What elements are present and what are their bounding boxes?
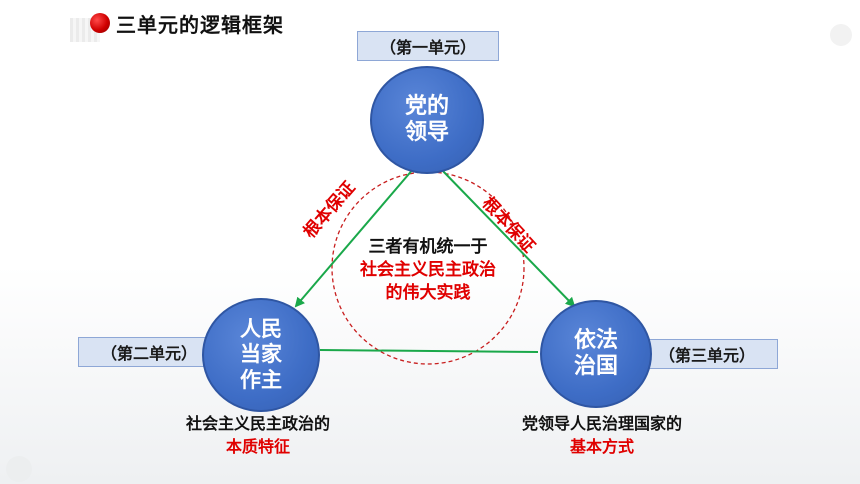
connector-left-right: [319, 349, 539, 353]
center-line-3: 的伟大实践: [385, 282, 471, 303]
red-bullet-icon: [90, 13, 110, 33]
node-people-masters: 人民 当家 作主: [202, 298, 320, 412]
page-title: 三单元的逻辑框架: [90, 8, 284, 38]
node-text: 人民: [240, 317, 282, 342]
center-line-1: 三者有机统一于: [368, 237, 488, 257]
unit-label-second: （第二单元）: [78, 337, 220, 367]
caption-right-line-1: 党领导人民治理国家的: [521, 414, 682, 433]
arrow-top-to-left: [294, 167, 415, 308]
caption-right-line-2: 基本方式: [569, 437, 634, 457]
caption-left-line-2: 本质特征: [225, 437, 290, 457]
page-title-text: 三单元的逻辑框架: [116, 12, 284, 37]
node-party-leadership: 党的 领导: [370, 66, 484, 174]
caption-right: 党领导人民治理国家的 基本方式: [484, 412, 720, 458]
node-text: 治国: [573, 354, 618, 379]
caption-left-line-1: 社会主义民主政治的: [185, 414, 330, 433]
node-text: 领导: [404, 120, 449, 145]
node-text: 依法: [573, 327, 618, 353]
caption-left: 社会主义民主政治的 本质特征: [140, 412, 376, 458]
node-text: 当家: [240, 342, 282, 367]
node-rule-of-law: 依法 治国: [540, 300, 652, 408]
arrow-top-to-right: [439, 167, 576, 308]
center-statement: 三者有机统一于 社会主义民主政治 的伟大实践: [336, 236, 520, 305]
node-text: 党的: [404, 93, 449, 119]
center-line-2: 社会主义民主政治: [360, 259, 496, 280]
unit-label-third: （第三单元）: [636, 339, 778, 369]
corner-decoration: [830, 24, 852, 46]
unit-label-first: （第一单元）: [357, 31, 499, 61]
node-text: 作主: [240, 367, 282, 392]
corner-decoration-bottom: [6, 456, 32, 482]
